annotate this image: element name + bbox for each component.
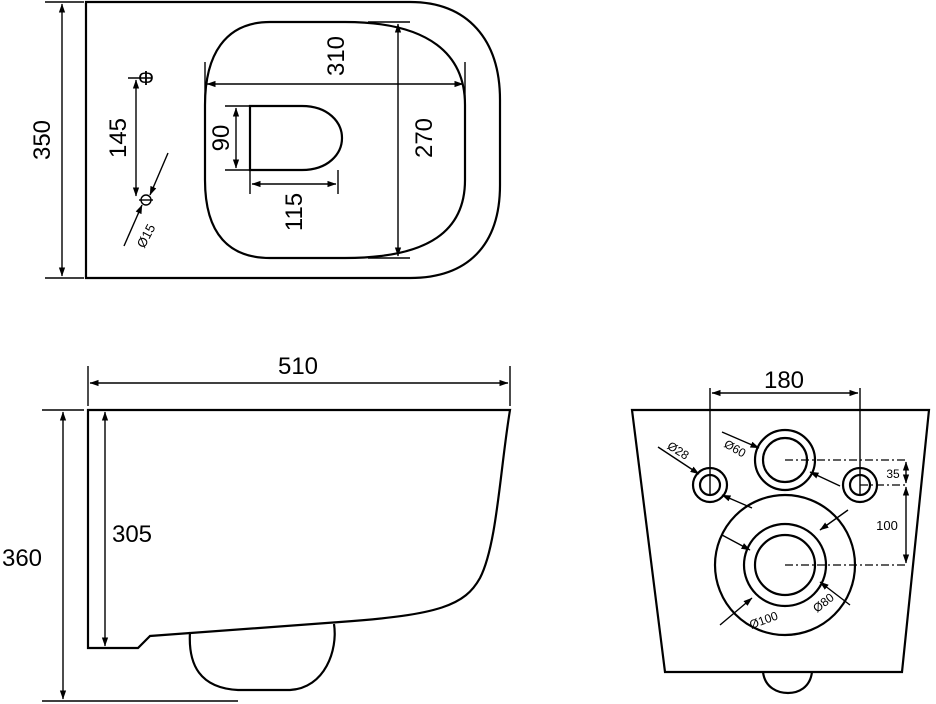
outlet-inner-ring xyxy=(753,533,817,597)
dim-270-label: 270 xyxy=(411,118,438,158)
dim-145-label: 145 xyxy=(105,118,132,158)
dim-510-label: 510 xyxy=(278,353,318,380)
side-view-outline xyxy=(86,408,512,650)
top-view-bowl-rim xyxy=(203,20,467,260)
dim-100-dia-label: Ø100 xyxy=(747,609,780,632)
dim-310-label: 310 xyxy=(323,36,350,76)
dim-115-label: 115 xyxy=(281,193,308,231)
side-view: 510 360 305 xyxy=(2,353,512,702)
rear-view: 180 35 100 Ø28 Ø60 Ø80 Ø100 xyxy=(630,367,931,695)
dim-35-label: 35 xyxy=(886,467,900,481)
top-view-opening xyxy=(248,104,344,172)
dim-360-label: 360 xyxy=(2,545,42,572)
top-view: 350 310 270 90 115 145 Φ Ø15 xyxy=(29,0,502,280)
dim-100-label: 100 xyxy=(876,518,898,533)
outlet-middle-ring xyxy=(742,522,828,608)
dim-60-label: Ø60 xyxy=(722,437,749,461)
inlet-outer-ring xyxy=(753,428,817,492)
dim-90-label: 90 xyxy=(208,125,235,152)
dim-leader-15 xyxy=(149,152,169,196)
dim-28-label: Ø28 xyxy=(665,439,692,463)
side-view-trap xyxy=(188,623,336,692)
dim-305-label: 305 xyxy=(112,521,152,548)
phi-mark: Φ xyxy=(138,68,154,90)
dim-180-label: 180 xyxy=(764,367,804,394)
dim-15-label: Ø15 xyxy=(134,222,159,251)
rear-view-foot xyxy=(761,671,814,695)
dim-350-label: 350 xyxy=(29,120,56,160)
top-view-outline xyxy=(84,0,502,280)
rear-view-outline xyxy=(630,408,931,674)
